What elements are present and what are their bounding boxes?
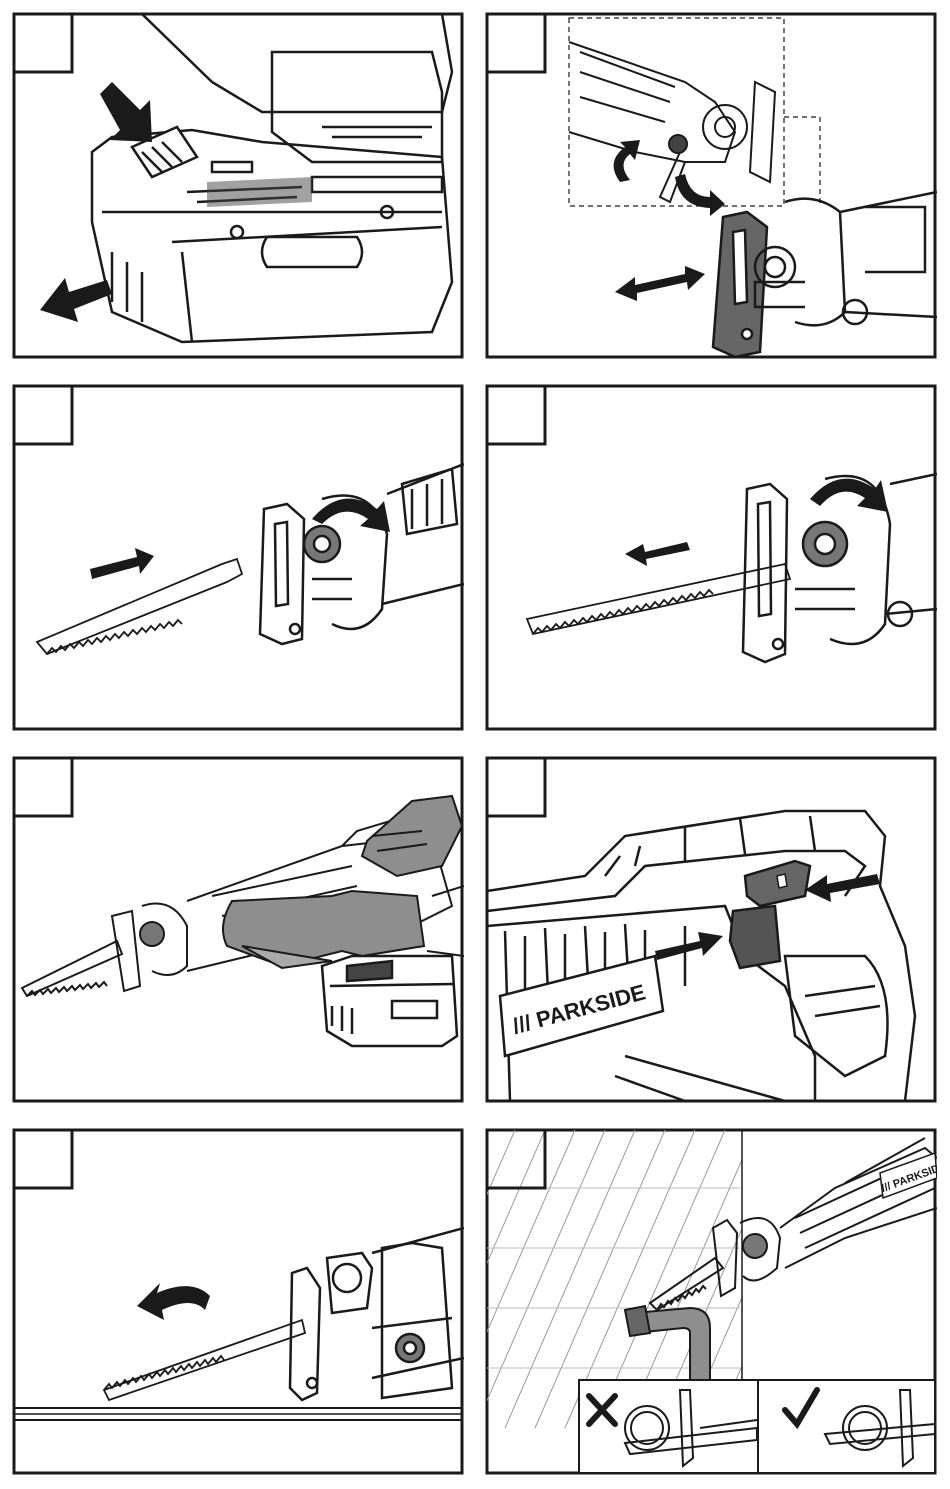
step-number (485, 384, 545, 444)
step-number (485, 1128, 545, 1188)
step-number (12, 384, 72, 444)
figure-panel-5 (12, 756, 464, 1103)
figure-panel-7 (12, 1128, 464, 1475)
wall-cut-illustration: /// PARKSIDE (485, 1128, 937, 1475)
step-number (12, 1128, 72, 1188)
trigger (730, 906, 780, 968)
figure-panel-4 (485, 384, 937, 731)
step-number (12, 12, 72, 72)
two-hand-grip-illustration (12, 756, 464, 1103)
remove-blade-illustration (485, 384, 937, 731)
plunge-cut-illustration (12, 1128, 464, 1475)
step-number (12, 756, 72, 816)
figure-panel-1 (12, 12, 464, 359)
blade-depth-comparison-inset (579, 1380, 935, 1473)
step-number (485, 756, 545, 816)
figure-panel-2 (485, 12, 937, 359)
battery-removal-illustration (12, 12, 464, 359)
figure-panel-8: /// PARKSIDE (485, 1128, 937, 1475)
switch-lock-illustration: /// PARKSIDE (485, 756, 937, 1103)
figure-panel-3 (12, 384, 464, 731)
insert-blade-illustration (12, 384, 464, 731)
figure-panel-6: /// PARKSIDE (485, 756, 937, 1103)
battery-pack-drawing (322, 956, 457, 1046)
blade-clamp-lever-illustration (485, 12, 937, 359)
step-number (485, 12, 545, 72)
